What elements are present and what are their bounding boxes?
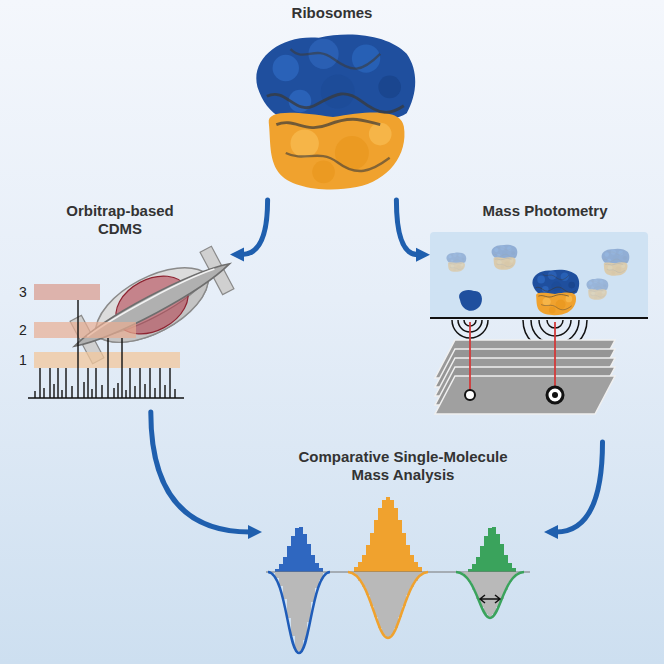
panel-group: Ribosomes [240, 4, 424, 200]
drawing-part [348, 572, 428, 638]
drawing-part [456, 572, 524, 618]
drawing-part [469, 322, 471, 393]
panel-group: Comparative Single-Molecule Mass Analysi… [262, 448, 544, 658]
mass-histograms [266, 497, 530, 653]
drawing-part [586, 279, 608, 300]
drawing-part [34, 284, 100, 300]
drawing-part [275, 572, 323, 652]
drawing-part [492, 245, 518, 270]
panel-heading: Ribosomes [242, 4, 422, 22]
drawing-part [532, 270, 579, 316]
drawing-part [480, 595, 500, 603]
drawing-part [354, 572, 422, 637]
drawing-part [554, 322, 556, 392]
drawing-part [354, 497, 422, 572]
drawing-part [446, 253, 466, 272]
drawing-part [547, 387, 563, 403]
photometry-chamber [430, 232, 648, 352]
drawing-part [275, 527, 323, 572]
ribosome-model [256, 35, 415, 190]
charge-bars [34, 284, 180, 368]
panel-group: Orbitrap-based CDMS [10, 202, 230, 412]
panel-heading: Comparative Single-Molecule Mass Analysi… [296, 448, 511, 484]
drawing-part [70, 256, 234, 355]
drawing-part [34, 352, 180, 368]
drawing-part [552, 392, 558, 398]
flow-arrow [556, 442, 603, 532]
panel-group: Mass Photometry [430, 202, 660, 442]
transient-spectrum [28, 300, 184, 398]
drawing-part [256, 35, 415, 190]
drawing-part [435, 376, 615, 414]
orbitrap-analyzer [61, 239, 242, 370]
flow-arrow [151, 412, 250, 532]
drawing-part [268, 572, 330, 653]
drawing-part [459, 290, 482, 311]
callout-number: 2 [19, 322, 27, 338]
drawing-part [465, 390, 475, 400]
drawing-part [430, 232, 648, 318]
drawing-part [34, 322, 136, 338]
drawing-part [464, 572, 516, 617]
flow-arrow [396, 200, 418, 255]
drawing-part [602, 249, 630, 276]
callout-number: 1 [19, 352, 27, 368]
panel-heading: Mass Photometry [445, 202, 645, 220]
drawing-part [430, 317, 648, 319]
panel-heading: Orbitrap-based CDMS [55, 202, 185, 238]
drawing-part [468, 527, 516, 572]
callout-number: 3 [19, 284, 27, 300]
drawing-part [35, 300, 175, 398]
image-stack [435, 322, 615, 414]
flow-arrow [242, 200, 268, 255]
